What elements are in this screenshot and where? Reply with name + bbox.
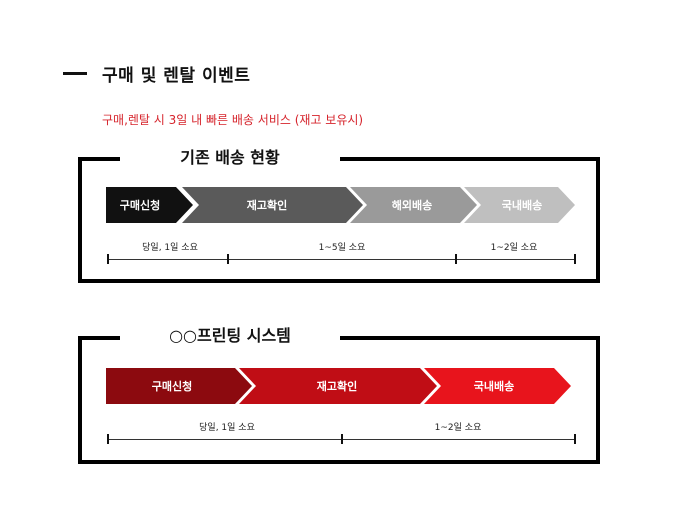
timeline-tick [227,254,229,264]
step-label-stock-check: 재고확인 [247,198,287,212]
timeline-tick [107,254,109,264]
timeline-tick [107,434,109,444]
step-label-overseas-shipping: 해외배송 [392,198,432,212]
subtitle: 구매,렌탈 시 3일 내 빠른 배송 서비스 (재고 보유시) [102,113,364,127]
step-label-domestic-shipping: 국내배송 [502,198,542,212]
duration-label: 1~2일 소요 [434,423,482,433]
step-arrow-stock-check [239,368,437,404]
panel-title-existing: 기존 배송 현황 [120,148,340,168]
timeline-line [107,259,575,260]
step-arrow-overseas-shipping [350,187,477,223]
step-arrow-purchase [106,187,193,223]
step-label-stock-check: 재고확인 [317,379,357,393]
step-arrow-stock-check [182,187,363,223]
step-arrow-purchase [106,368,252,404]
panel-printing-system: 구매신청 재고확인 국내배송 당일, 1일 소요 1~2일 소요 [78,336,600,464]
step-label-purchase: 구매신청 [152,379,192,393]
process-flow-printing: 구매신청 재고확인 국내배송 [106,368,571,404]
heading-dash [63,72,87,75]
step-label-domestic-shipping: 국내배송 [474,379,514,393]
process-flow-existing: 구매신청 재고확인 해외배송 국내배송 [106,187,575,223]
step-label-purchase: 구매신청 [120,198,160,212]
timeline-tick [455,254,457,264]
duration-label: 1~5일 소요 [318,243,366,253]
page-title: 구매 및 렌탈 이벤트 [102,66,251,86]
panel-existing-delivery: 구매신청 재고확인 해외배송 국내배송 당일, 1일 소요 1~5일 소요 1~… [78,157,600,283]
duration-label: 당일, 1일 소요 [199,423,255,433]
duration-label: 1~2일 소요 [490,243,538,253]
timeline-tick [341,434,343,444]
step-arrow-domestic-shipping [424,368,571,404]
timeline-tick [574,254,576,264]
timeline-tick [574,434,576,444]
duration-label: 당일, 1일 소요 [142,243,198,253]
step-arrow-domestic-shipping [464,187,575,223]
panel-title-printing: ○○프린팅 시스템 [120,326,340,346]
